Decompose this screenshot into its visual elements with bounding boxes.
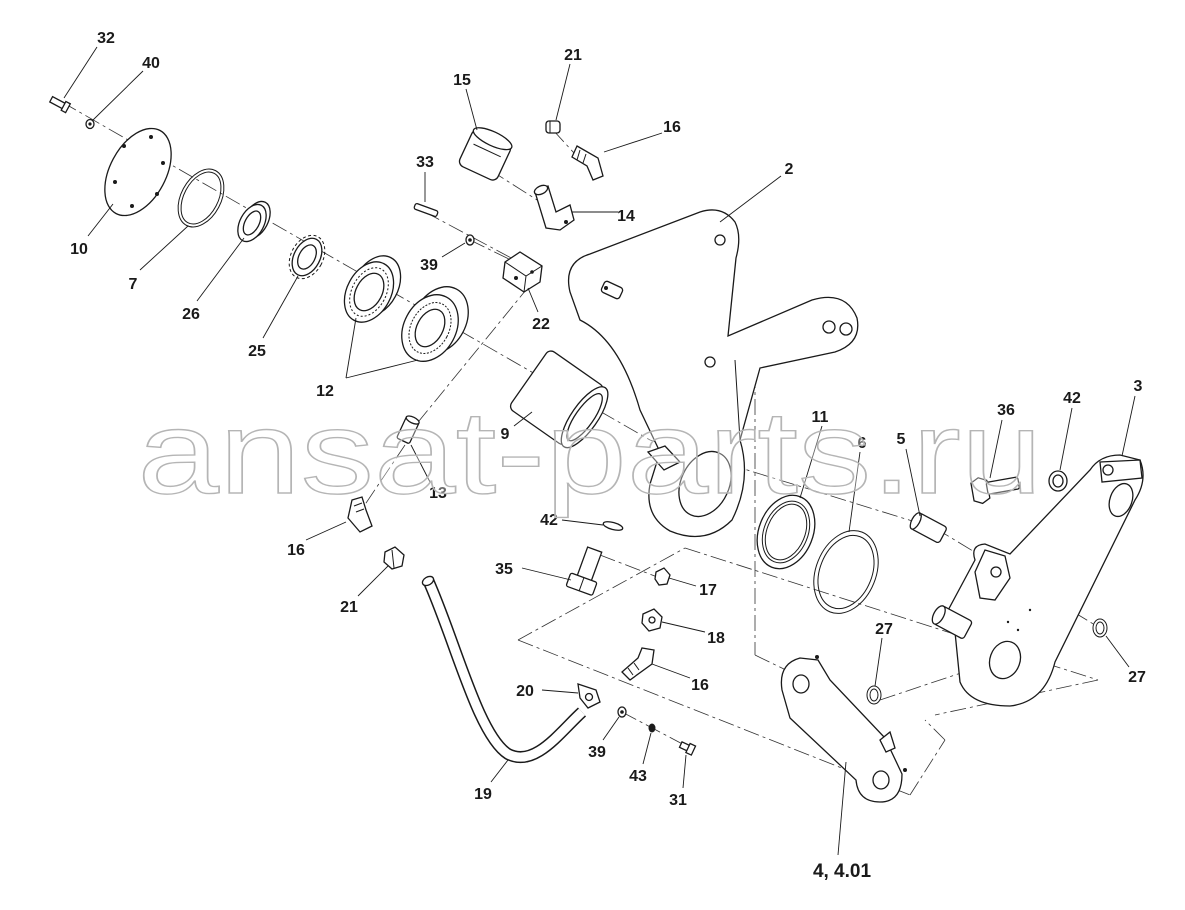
part-42-washer-middle bbox=[602, 521, 624, 531]
callout-27-middle: 27 bbox=[875, 621, 893, 638]
callout-4-4-01: 4, 4.01 bbox=[813, 861, 872, 882]
part-6-ring bbox=[813, 530, 879, 614]
callout-22: 22 bbox=[532, 316, 550, 333]
callout-39-top: 39 bbox=[420, 257, 438, 274]
part-17-nut bbox=[654, 567, 671, 586]
callout-11: 11 bbox=[812, 409, 829, 426]
arm-clevis bbox=[974, 549, 1011, 601]
callout-12: 12 bbox=[316, 383, 334, 400]
callout-labels: 32 40 10 7 26 25 12 15 21 16 33 39 14 22… bbox=[70, 30, 1146, 882]
part-31-bolt bbox=[678, 741, 697, 756]
leader-lines bbox=[63, 46, 1136, 856]
part-14-tee-fitting bbox=[533, 184, 575, 231]
callout-35: 35 bbox=[495, 561, 513, 578]
callout-16-left: 16 bbox=[287, 542, 305, 559]
part-21-fitting-top bbox=[545, 120, 561, 134]
part-43-washer bbox=[648, 723, 656, 733]
callout-36: 36 bbox=[997, 402, 1015, 419]
callout-21-left: 21 bbox=[340, 599, 358, 616]
part-13-fitting bbox=[396, 415, 420, 444]
part-9-bushing bbox=[509, 350, 609, 449]
part-32-bolt bbox=[48, 95, 72, 114]
part-5-bushing bbox=[909, 512, 947, 544]
callout-42-right: 42 bbox=[1063, 390, 1081, 407]
callout-39-lower: 39 bbox=[588, 744, 606, 761]
part-42-washer-right bbox=[1048, 470, 1068, 492]
part-16-elbow-lower bbox=[621, 647, 655, 681]
callout-14: 14 bbox=[617, 208, 635, 225]
callout-6: 6 bbox=[858, 435, 867, 452]
part-36-bolt bbox=[970, 476, 1021, 505]
callout-13: 13 bbox=[429, 485, 447, 502]
bracket-fitting bbox=[600, 280, 624, 300]
arm-pin bbox=[931, 605, 973, 639]
part-10-cover-plate bbox=[104, 127, 172, 217]
callout-3: 3 bbox=[1134, 378, 1143, 395]
callout-19: 19 bbox=[474, 786, 492, 803]
callout-31: 31 bbox=[669, 792, 687, 809]
part-39-washer-top bbox=[465, 234, 475, 246]
part-15-cap bbox=[458, 127, 513, 181]
part-12-bearing-inner bbox=[401, 286, 469, 362]
callout-21-top: 21 bbox=[564, 47, 582, 64]
callout-27-right: 27 bbox=[1128, 669, 1146, 686]
callout-10: 10 bbox=[70, 241, 88, 258]
part-35-bolt bbox=[565, 546, 603, 596]
watermark-text: ansat-parts.ru bbox=[138, 387, 1043, 519]
part-16-elbow-left bbox=[347, 496, 373, 533]
part-26-slotted-nut bbox=[237, 200, 271, 243]
callout-33: 33 bbox=[416, 154, 434, 171]
callout-7: 7 bbox=[129, 276, 138, 293]
callout-18: 18 bbox=[707, 630, 725, 647]
part-20-hose-clip bbox=[577, 683, 601, 709]
part-39-washer-lower bbox=[617, 706, 627, 718]
part-40-washer bbox=[85, 118, 95, 130]
callout-17: 17 bbox=[699, 582, 717, 599]
callout-43: 43 bbox=[629, 768, 647, 785]
callout-25: 25 bbox=[248, 343, 266, 360]
callout-16-top: 16 bbox=[663, 119, 681, 136]
callout-9: 9 bbox=[501, 426, 510, 443]
callout-26: 26 bbox=[182, 306, 200, 323]
part-16-elbow-top bbox=[571, 145, 604, 181]
callout-42-middle: 42 bbox=[540, 512, 558, 529]
callout-15: 15 bbox=[453, 72, 471, 89]
bracket-lug bbox=[646, 445, 682, 471]
part-18-nut bbox=[641, 608, 663, 632]
part-27-o-ring-right bbox=[1092, 618, 1108, 638]
part-21-nut-left bbox=[383, 546, 405, 570]
callout-16-lower: 16 bbox=[691, 677, 709, 694]
callout-32: 32 bbox=[97, 30, 115, 47]
callout-40: 40 bbox=[142, 55, 160, 72]
callout-20: 20 bbox=[516, 683, 534, 700]
part-3-arm bbox=[931, 454, 1144, 707]
part-19-hose bbox=[421, 575, 587, 764]
part-25-tab-lock-washer bbox=[288, 234, 326, 280]
callout-5: 5 bbox=[897, 431, 906, 448]
callout-2: 2 bbox=[785, 161, 794, 178]
part-4-link bbox=[780, 655, 907, 803]
part-12-bearing-outer bbox=[343, 255, 402, 323]
part-22-block bbox=[502, 251, 543, 293]
part-2-bracket bbox=[567, 209, 859, 538]
part-27-o-ring-middle bbox=[866, 685, 882, 705]
part-33-pin bbox=[413, 202, 439, 218]
part-7-o-ring bbox=[177, 168, 225, 228]
